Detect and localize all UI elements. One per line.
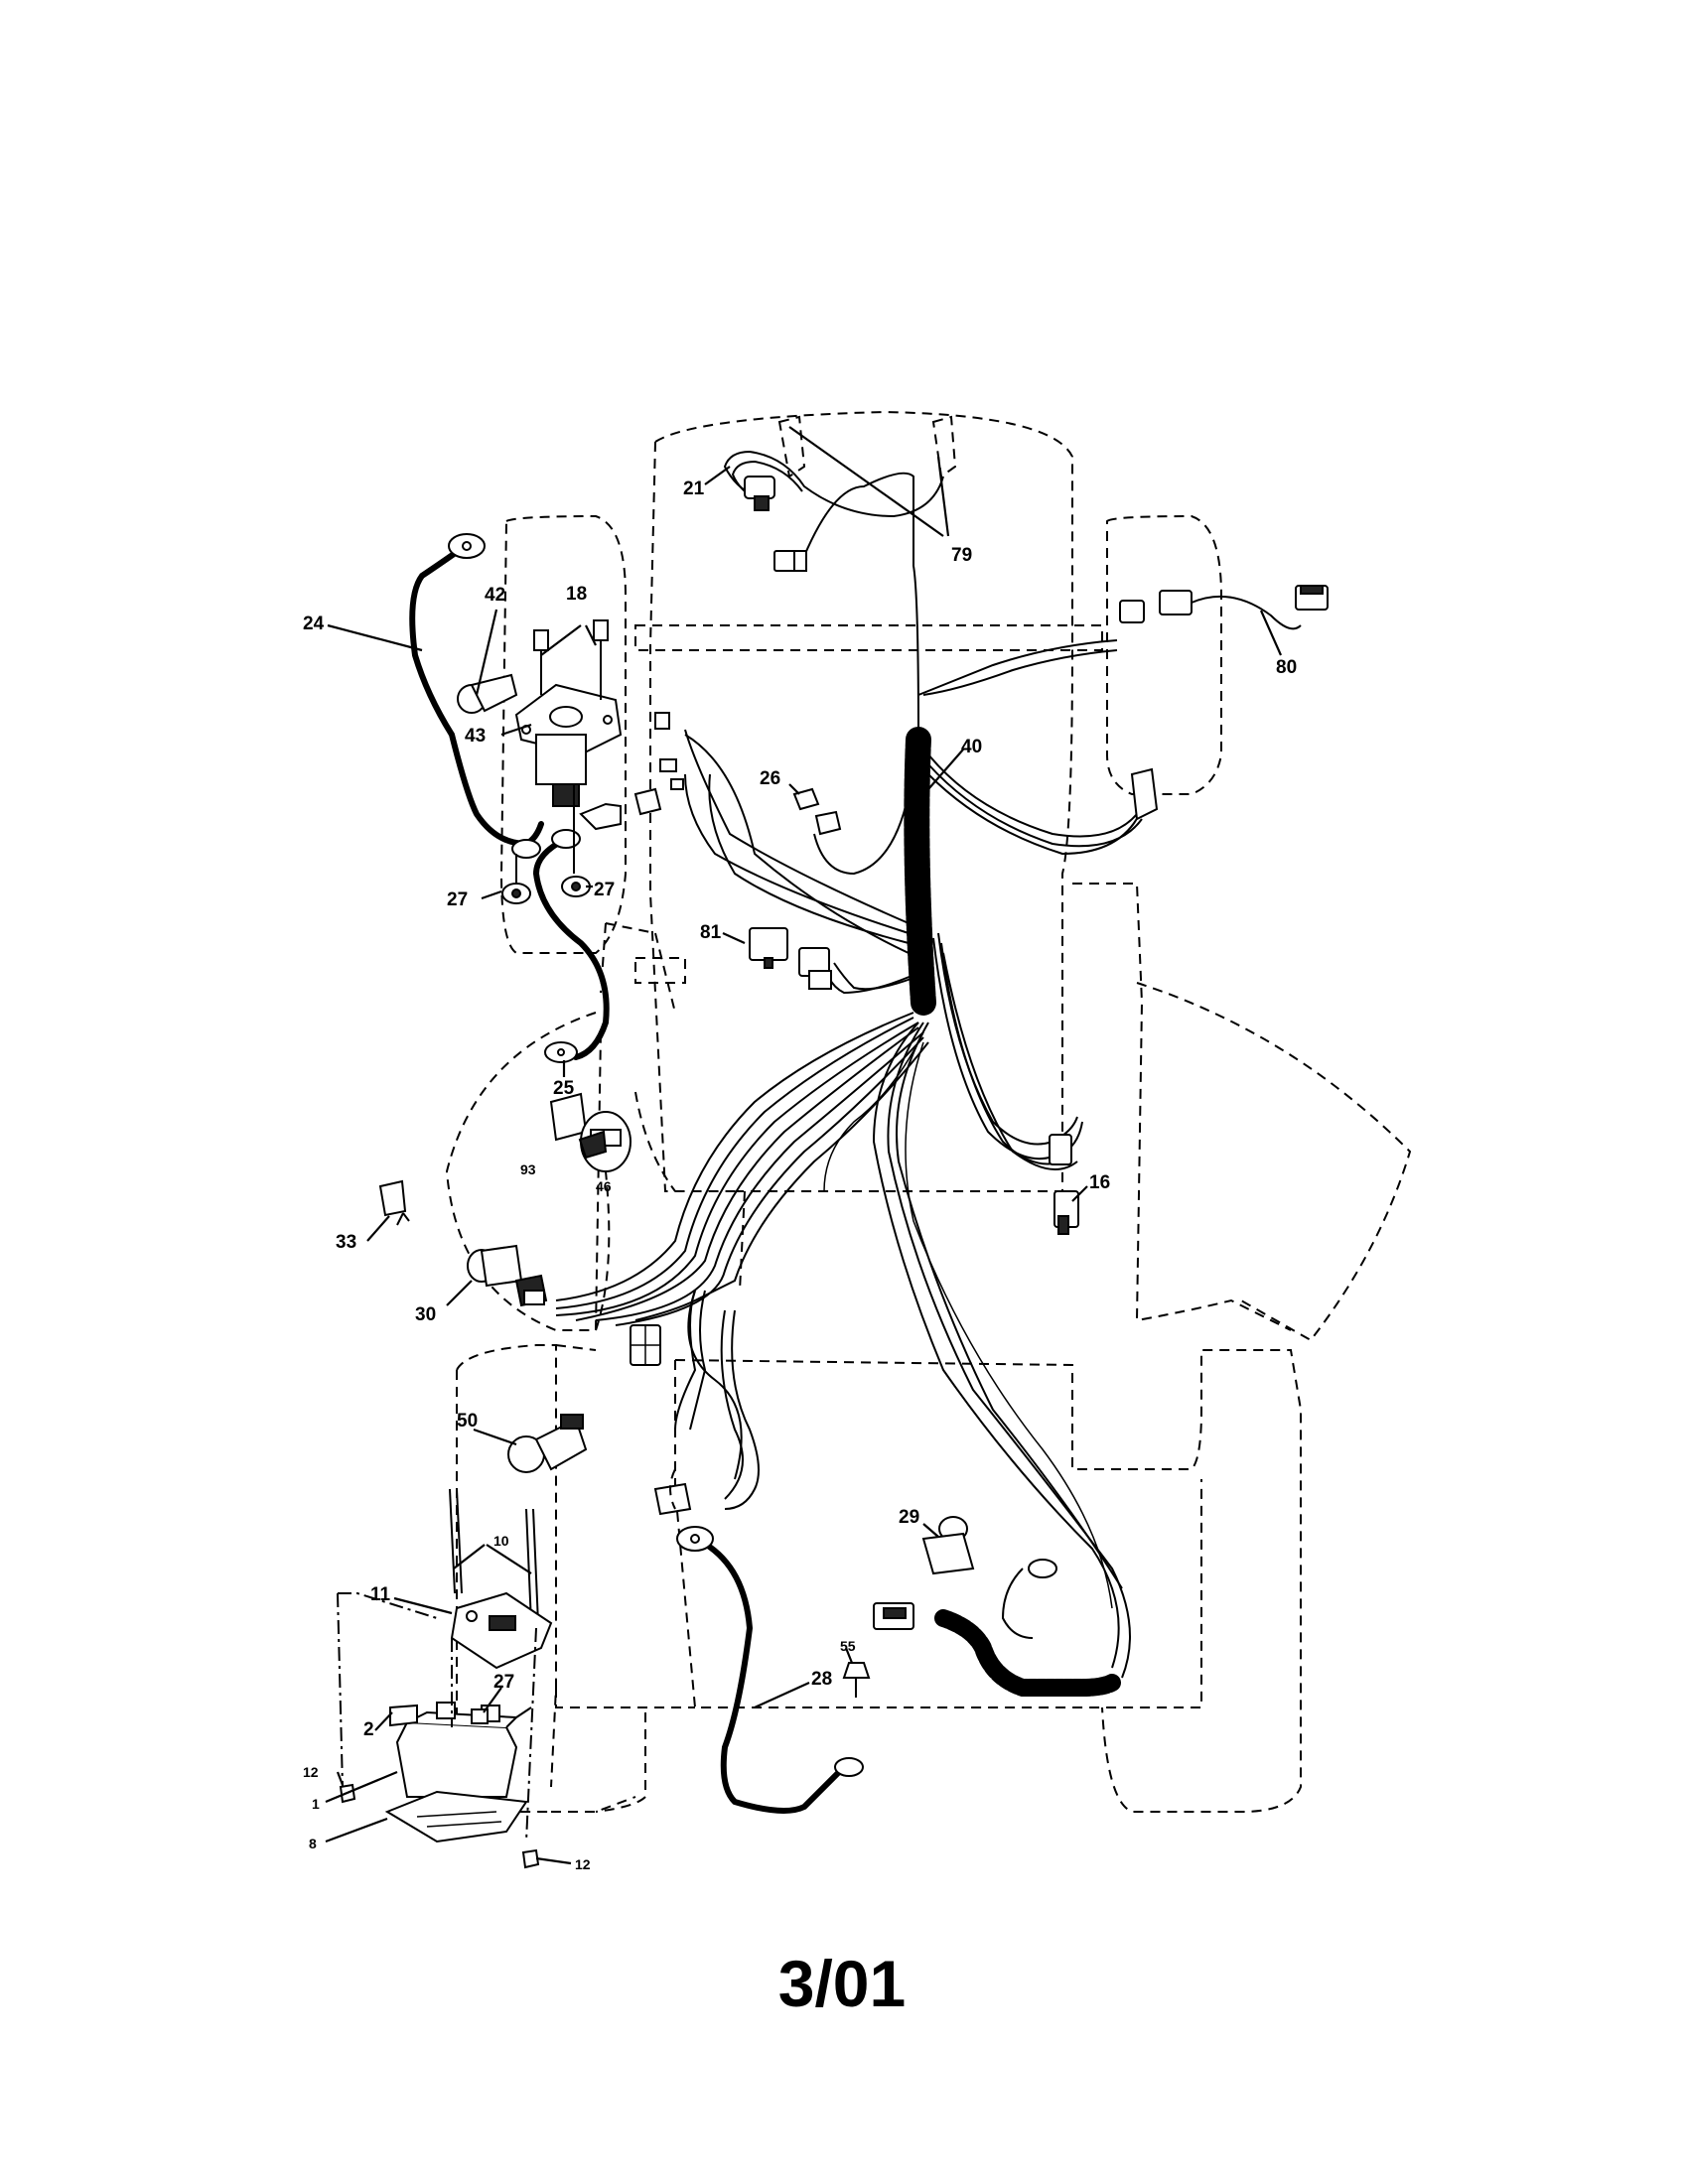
connector-left-harness [654, 712, 684, 790]
switch-21 [723, 450, 944, 518]
connector-upper-a [773, 550, 807, 572]
connector-right-mid [1130, 767, 1159, 821]
key-33 [378, 1179, 410, 1226]
callout-25: 25 [553, 1078, 575, 1099]
connector-80 [1119, 585, 1329, 630]
callout-81: 81 [700, 922, 722, 943]
ignition-switch-30 [467, 1244, 548, 1307]
switch-50 [507, 1414, 588, 1473]
callout-93: 93 [520, 1161, 536, 1177]
fastener-12-right [521, 1848, 540, 1869]
switch-79-pair [777, 415, 957, 478]
callout-27b: 27 [594, 880, 615, 900]
callout-80: 80 [1276, 657, 1297, 678]
callout-50: 50 [457, 1411, 478, 1432]
tray-8 [384, 1790, 528, 1843]
callout-43: 43 [465, 726, 486, 747]
bolt-2 [389, 1704, 418, 1727]
page-number: 3/01 [777, 1947, 907, 2020]
callout-79: 79 [951, 545, 972, 566]
callout-29: 29 [899, 1507, 919, 1528]
callout-18: 18 [566, 584, 587, 605]
callout-26: 26 [760, 768, 780, 789]
center-connector [630, 1324, 692, 1516]
callout-46: 46 [596, 1178, 612, 1194]
callout-27c: 27 [493, 1672, 514, 1693]
nut-27-right [561, 876, 591, 897]
callout-27a: 27 [447, 889, 468, 910]
rear-harness-coil [934, 1609, 1121, 1698]
solenoid-43 [514, 619, 662, 874]
callout-10: 10 [493, 1533, 509, 1549]
nut-27-left [501, 854, 531, 904]
callout-40: 40 [961, 737, 982, 757]
hold-down-10 [449, 1488, 539, 1624]
callout-8: 8 [309, 1836, 317, 1851]
battery-assembly-lines [337, 1592, 537, 1843]
callout-24: 24 [303, 614, 325, 634]
nut-27-battery [471, 1708, 489, 1724]
callout-33: 33 [336, 1232, 356, 1253]
relay-81 [749, 927, 832, 990]
cable-24 [409, 533, 544, 859]
callout-12b: 12 [575, 1856, 591, 1872]
callout-21: 21 [683, 478, 705, 499]
sensor-29 [873, 1516, 1057, 1639]
callout-16: 16 [1089, 1172, 1110, 1193]
callout-11: 11 [370, 1584, 391, 1605]
cable-28 [676, 1526, 864, 1814]
callout-1: 1 [312, 1796, 320, 1812]
hour-meter-46 [549, 1092, 632, 1172]
connector-26 [792, 787, 842, 836]
boot-42 [457, 673, 518, 714]
callout-42: 42 [485, 585, 505, 606]
switch-16 [1049, 1134, 1079, 1235]
harness-coil [904, 727, 936, 1016]
callout-12a: 12 [303, 1764, 319, 1780]
callout-2: 2 [363, 1719, 374, 1740]
leader-lines [325, 426, 1283, 1865]
screw-55 [842, 1662, 871, 1698]
callout-30: 30 [415, 1304, 436, 1325]
callout-55: 55 [840, 1638, 856, 1654]
callout-28: 28 [811, 1669, 832, 1690]
cable-25 [532, 829, 610, 1063]
callouts: 24 42 18 43 21 79 80 40 26 27 27 81 25 9… [303, 478, 1297, 1872]
wiring-harness [555, 472, 1148, 1679]
battery-1 [395, 1702, 532, 1798]
